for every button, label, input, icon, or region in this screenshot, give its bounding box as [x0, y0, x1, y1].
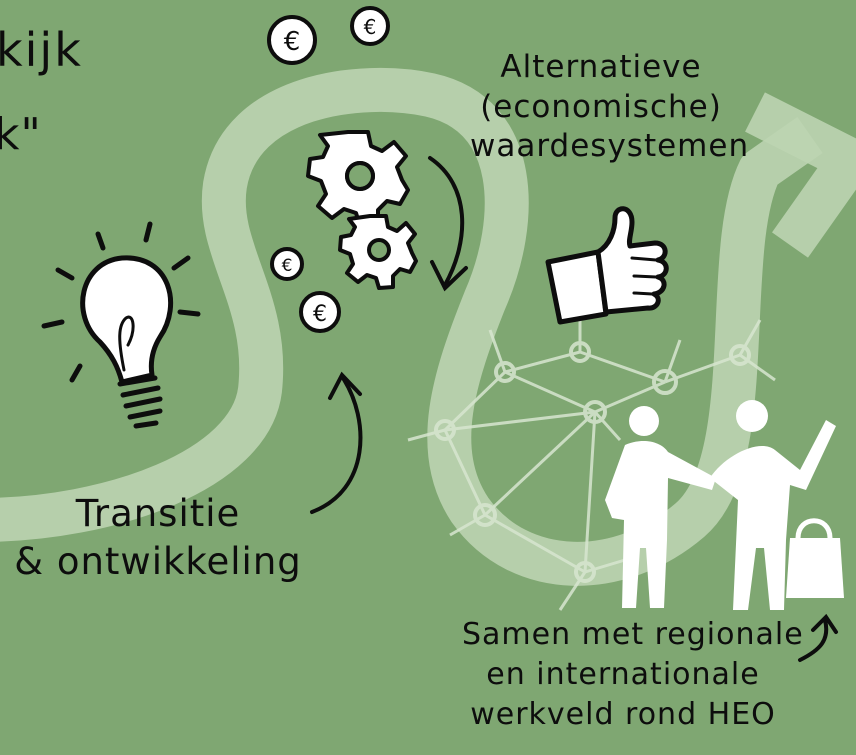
euro-coin-icon: €: [350, 6, 390, 46]
label-line: en internationale: [486, 656, 760, 692]
samen-werkveld-label: Samen met regionale en internationale we…: [462, 615, 804, 735]
lightbulb-icon: [41, 221, 201, 429]
label-line: & ontwikkeling: [14, 540, 302, 584]
people-icon: [605, 400, 836, 610]
label-line: waardesystemen: [470, 128, 750, 165]
label-line: Alternatieve: [500, 49, 702, 85]
arrow-icon: [428, 156, 468, 292]
svg-text:€: €: [313, 302, 327, 327]
transitie-ontwikkeling-label: Transitie & ontwikkeling: [8, 490, 308, 586]
bag-icon: [786, 518, 844, 598]
path-arrowhead: [745, 92, 856, 258]
alternatieve-waardesystemen-label: Alternatieve (economische) waardesysteme…: [470, 48, 750, 167]
svg-text:€: €: [282, 256, 293, 276]
gears-icon: [306, 130, 418, 290]
label-line: Transitie: [75, 492, 241, 535]
kijk-text: kijk: [0, 23, 83, 77]
thumbs-up-icon: [545, 206, 669, 325]
svg-text:€: €: [364, 15, 377, 39]
winding-path: [0, 67, 823, 586]
euro-coin-icon: €: [270, 247, 304, 281]
quote-text: k": [0, 109, 42, 160]
arrow-icon: [310, 371, 363, 514]
label-line: (economische): [480, 88, 722, 125]
arrow-icon: [798, 613, 838, 662]
label-line: werkveld rond HEO: [470, 696, 776, 732]
label-line: Samen met regionale: [462, 617, 804, 652]
svg-text:€: €: [284, 27, 301, 57]
euro-coin-icon: €: [299, 291, 341, 333]
euro-coin-icon: €: [267, 15, 317, 65]
network-icon: [407, 305, 776, 611]
